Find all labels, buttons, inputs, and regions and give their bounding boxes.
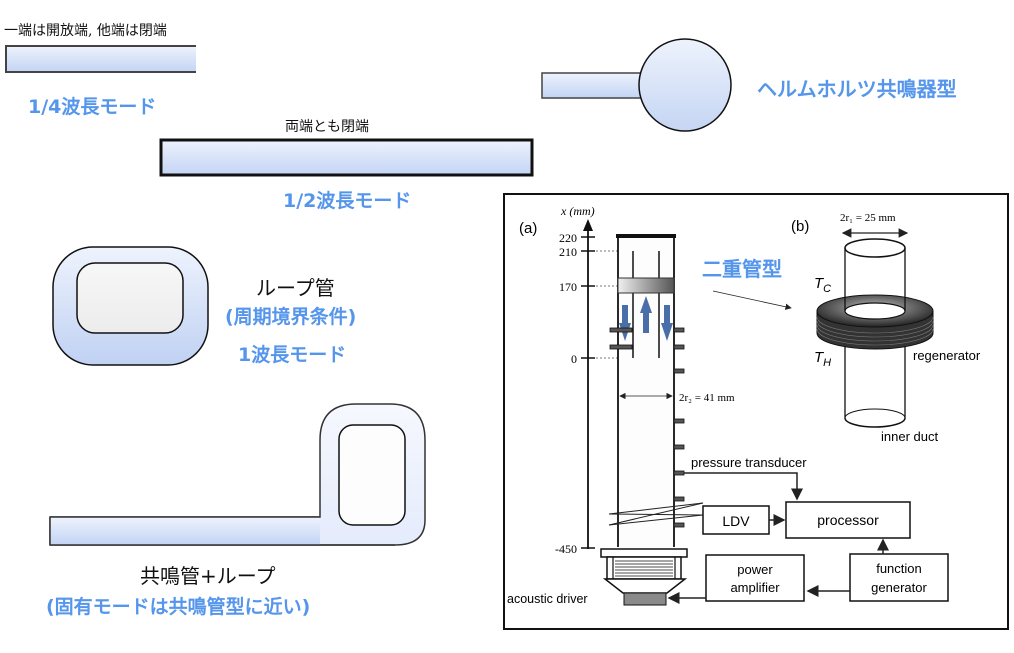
power-amplifier-block	[705, 554, 805, 602]
loop-tube-title: ループ管	[256, 276, 335, 300]
resonator-loop-tube	[49, 403, 426, 546]
tick-170: 170	[559, 280, 577, 294]
regenerator-stack	[617, 277, 675, 294]
ldv-block	[702, 505, 770, 535]
axis-label: x (mm)	[560, 204, 595, 218]
power-amplifier-label-1: power	[737, 562, 773, 577]
resonator-loop-subtitle: (固有モードは共鳴管型に近い)	[46, 596, 311, 618]
acoustic-driver-label: acoustic driver	[507, 592, 588, 606]
signal-connections	[667, 472, 889, 604]
quarter-wave-mode-label: 1/4波長モード	[28, 96, 157, 118]
tc-label: TC	[814, 275, 831, 295]
helmholtz-resonator	[541, 38, 732, 132]
helmholtz-label: ヘルムホルツ共鳴器型	[757, 77, 957, 101]
function-generator-label-2: generator	[871, 580, 927, 595]
experiment-panel: (a) x (mm) 220 210 170 0 -450	[503, 193, 1009, 630]
tick-neg450: -450	[555, 542, 577, 556]
half-wave-tube	[159, 138, 534, 177]
half-wave-mode-label: 1/2波長モード	[283, 190, 412, 212]
half-wave-caption: 両端とも閉端	[285, 119, 369, 135]
loop-tube-subtitle: (周期境界条件)	[225, 306, 357, 328]
loop-tube-mode-label: 1波長モード	[238, 344, 347, 366]
regenerator-label: regenerator	[913, 348, 981, 363]
tick-0: 0	[571, 352, 577, 366]
power-amplifier-label-2: amplifier	[730, 580, 780, 595]
tick-210: 210	[559, 245, 577, 259]
quarter-wave-caption: 一端は開放端, 他端は閉端	[4, 23, 167, 39]
inner-diameter-label: 2r₁ = 25 mm	[840, 212, 896, 224]
axis-ticks	[581, 236, 595, 549]
loop-tube	[52, 246, 209, 366]
function-generator-block	[849, 553, 949, 602]
flow-arrows	[619, 296, 673, 341]
panel-b-label: (b)	[791, 218, 809, 235]
processor-block	[785, 501, 911, 539]
processor-label: processor	[817, 512, 879, 528]
inner-duct-label: inner duct	[881, 429, 938, 444]
double-tube-label: 二重管型	[702, 257, 782, 281]
resonator-loop-title: 共鳴管+ループ	[140, 564, 276, 588]
quarter-wave-tube	[5, 45, 196, 73]
acoustic-driver	[600, 548, 688, 606]
panel-a-label: (a)	[519, 220, 537, 237]
pressure-ports	[609, 327, 685, 528]
function-generator-label-1: function	[876, 561, 922, 576]
tick-220: 220	[559, 231, 577, 245]
pointer-arrow	[712, 290, 792, 310]
pressure-transducer-label: pressure transducer	[691, 455, 807, 470]
axis-arrow-icon	[583, 219, 593, 231]
th-label: TH	[814, 349, 831, 369]
ldv-label: LDV	[722, 513, 750, 529]
outer-diameter-label: 2r₂ = 41 mm	[679, 392, 735, 404]
ldv-beams	[608, 502, 704, 526]
regenerator-ring	[816, 294, 934, 350]
